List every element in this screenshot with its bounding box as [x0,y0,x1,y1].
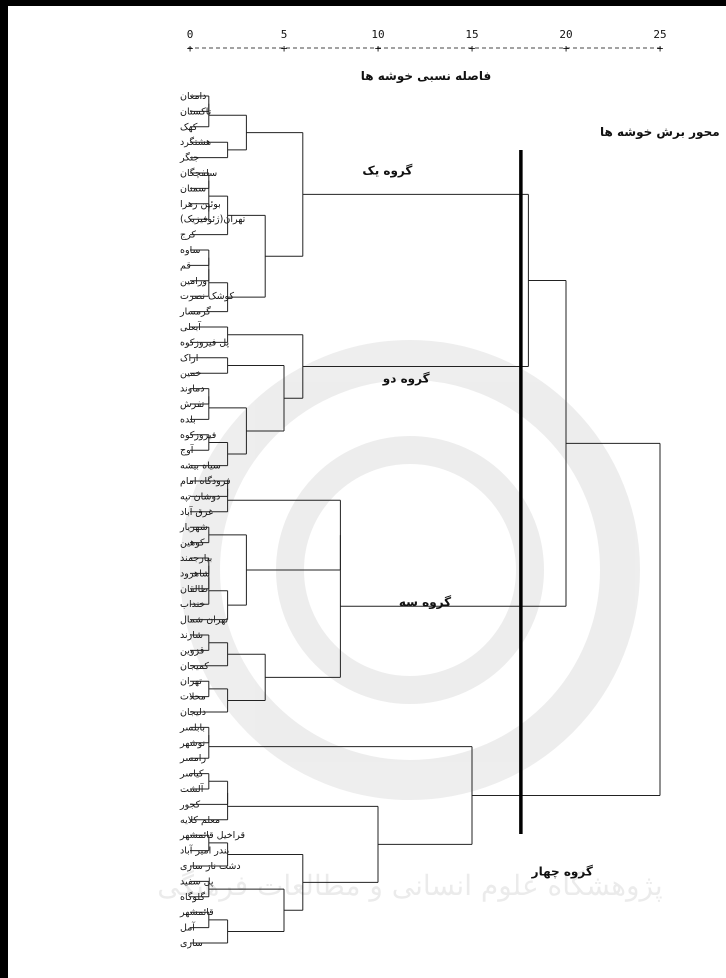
x-tick-mark: + [563,42,570,55]
x-tick-mark: + [469,42,476,55]
dendrogram-links [190,95,661,944]
leaf-label: جنگر [179,152,199,164]
leaf-label: قراخیل قائمشهر [179,830,245,841]
cut-line-label: محور برش خوشه ها [600,125,720,140]
group-label: گروه چهار [531,864,593,879]
x-tick-label: 10 [371,28,384,41]
group-label: گروه دو [382,372,430,387]
x-tick-label: 15 [465,28,478,41]
watermark-text: پژوهشگاه علوم انسانی و مطالعات فرهنگی [157,869,662,902]
x-tick-label: 25 [653,28,666,41]
leaf-label: کجور [179,799,201,810]
leaf-label: قم [180,260,191,271]
x-tick-mark: + [187,42,194,55]
top-border [0,0,726,6]
left-border [0,0,8,978]
leaf-label: کرج [180,230,196,241]
leaf-label: اراک [180,353,198,364]
x-tick-label: 5 [281,28,288,41]
x-tick-mark: + [281,42,288,55]
leaf-label: کهک [180,122,198,133]
group-labels: گروه یک گروه دو گروه سه گروه چهار [362,164,592,880]
x-axis-ticks: 0+5+10+15+20+25+ [187,28,667,55]
x-tick-mark: + [657,42,664,55]
leaf-label: آوج [180,443,194,456]
group-label: گروه یک [362,164,412,179]
leaf-label: تهران(ژئوفیزیک) [180,214,246,225]
x-tick-label: 20 [559,28,572,41]
axis-title: فاصله نسبی خوشه ها [361,69,492,84]
leaf-label: آمل [180,921,195,934]
x-tick-mark: + [375,42,382,55]
x-tick-label: 0 [187,28,194,41]
leaf-label: بلده [180,414,196,425]
group-label: گروه سه [399,595,451,610]
